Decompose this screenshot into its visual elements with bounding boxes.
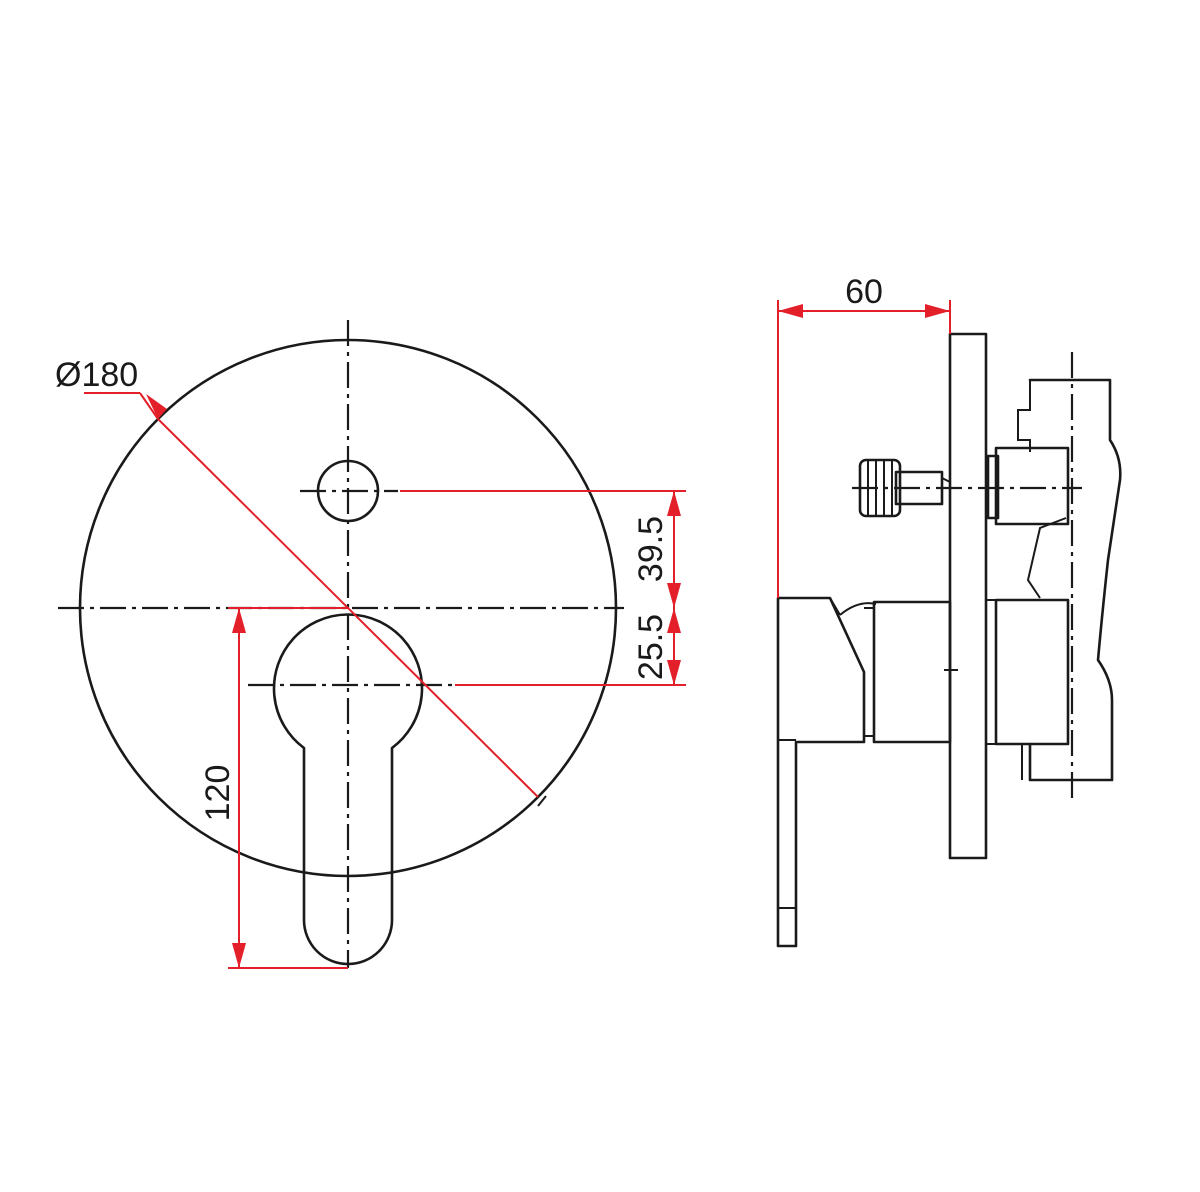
diameter-end-tick <box>537 795 547 807</box>
diameter-leader-slant <box>139 392 159 420</box>
valve-body-mid-inner <box>1026 517 1067 599</box>
lever-handle-outline <box>272 613 424 966</box>
lever-bevel-line <box>829 597 841 616</box>
diverter-housing-outline <box>994 446 1070 526</box>
depth-right-arrow <box>925 304 950 318</box>
lower-offset-top-arrow <box>667 608 681 633</box>
upper-offset-top-arrow <box>667 491 681 516</box>
hub-body-outline <box>872 600 952 744</box>
lever-length-dimension: 120 <box>199 607 348 969</box>
offset-dimensions: 39.5 25.5 <box>400 490 686 686</box>
valve-body-outline <box>1028 378 1122 782</box>
depth-left-arrow <box>778 304 803 318</box>
lower-offset-bottom-arrow <box>667 660 681 685</box>
front-view <box>58 320 624 968</box>
upper-offset-bottom-arrow <box>667 583 681 608</box>
lever-length-label: 120 <box>199 765 237 822</box>
cartridge-outline <box>994 598 1070 746</box>
lever-bevel-curve <box>839 602 877 616</box>
depth-dimension: 60 <box>777 273 951 598</box>
upper-offset-label: 39.5 <box>632 516 670 582</box>
side-view <box>776 332 1122 948</box>
diameter-label: Ø180 <box>55 356 138 394</box>
valve-body-upper-inner <box>1017 380 1031 452</box>
depth-label: 60 <box>845 273 883 311</box>
lever-length-bottom-arrow <box>232 943 246 968</box>
wall-plate-outline <box>948 332 988 860</box>
diameter-dimension: Ø180 <box>55 356 547 807</box>
diameter-arrowhead <box>146 394 167 419</box>
diverter-stem-chamfer <box>941 477 951 483</box>
lower-offset-label: 25.5 <box>632 614 670 680</box>
lever-length-top-arrow <box>232 608 246 633</box>
lever-side-profile <box>776 596 866 948</box>
